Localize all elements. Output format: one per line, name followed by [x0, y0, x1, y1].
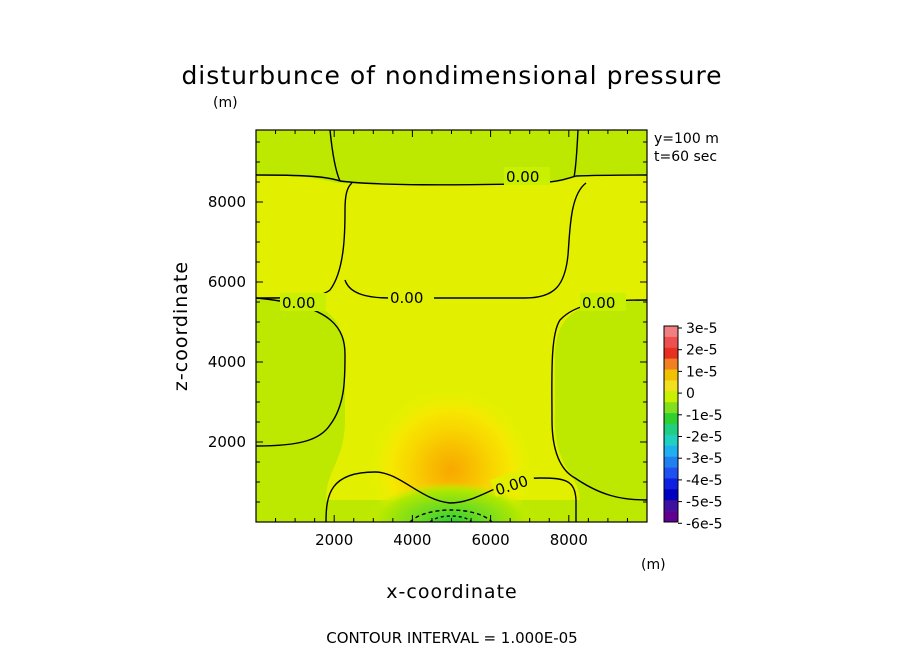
- colorbar-swatch: [664, 424, 678, 436]
- field-region-positive: [256, 175, 647, 505]
- colorbar-label: -1e-5: [686, 408, 723, 424]
- colorbar-swatch: [664, 478, 678, 490]
- contour-top-left-stem: [329, 130, 341, 182]
- contour-interval-text: CONTOUR INTERVAL = 1.000E-05: [326, 629, 577, 647]
- contour-label: 0.00: [582, 294, 615, 312]
- x-unit-label: (m): [641, 557, 666, 573]
- colorbar-label: -6e-5: [686, 516, 723, 532]
- negative-anomaly: [366, 482, 536, 522]
- y-tick-label: 4000: [208, 353, 246, 371]
- contour-label: 0.00: [390, 289, 423, 307]
- x-tick-label: 2000: [315, 531, 353, 549]
- colorbar-swatch: [664, 369, 678, 381]
- colorbar-label: -2e-5: [686, 430, 723, 446]
- colorbar-swatch: [664, 380, 678, 392]
- x-tick-label: 6000: [472, 531, 510, 549]
- plot-area: [256, 130, 647, 522]
- colorbar-swatch: [664, 445, 678, 457]
- colorbar-label: -4e-5: [686, 473, 723, 489]
- contour-top-right-stem: [573, 130, 579, 178]
- contour-label: 0.00: [282, 294, 315, 312]
- colorbar-swatch: [664, 347, 678, 359]
- colorbar-swatch: [664, 511, 678, 523]
- colorbar-label: -5e-5: [686, 495, 723, 511]
- y-tick-label: 8000: [208, 193, 246, 211]
- colorbar-swatch: [664, 326, 678, 338]
- contour-left-lower: [256, 297, 346, 447]
- chart-title: disturbunce of nondimensional pressure: [181, 61, 722, 90]
- x-axis-label: x-coordinate: [386, 581, 517, 603]
- colorbar-swatch: [664, 489, 678, 501]
- contour-negative-dashed-inner: [429, 515, 473, 522]
- colorbar-label: 2e-5: [686, 343, 717, 359]
- y-axis-label: z-coordinate: [170, 261, 192, 391]
- colorbar-swatch: [664, 456, 678, 468]
- axes: 2000 4000 6000 8000 2000 4000 6000 8000: [208, 130, 647, 549]
- colorbar-label: 3e-5: [686, 321, 717, 337]
- colorbar-swatch: [664, 467, 678, 479]
- colorbar-swatch: [664, 358, 678, 370]
- contour-top: [256, 174, 647, 186]
- colorbar-swatch: [664, 391, 678, 403]
- colorbar-label: -3e-5: [686, 451, 723, 467]
- contour-bottom: [325, 471, 577, 522]
- colorbar-swatch: [664, 434, 678, 447]
- contour-label: 0.00: [506, 168, 539, 186]
- y-tick-label: 6000: [208, 273, 246, 291]
- colorbar-swatch: [664, 413, 678, 425]
- x-tick-label: 8000: [550, 531, 588, 549]
- positive-anomaly: [371, 390, 531, 522]
- colorbar-label: 1e-5: [686, 364, 717, 380]
- colorbar-swatch: [664, 402, 678, 414]
- colorbar-swatch: [664, 500, 678, 512]
- colorbar-swatch: [664, 336, 678, 349]
- contour-negative-dashed: [409, 509, 493, 522]
- colorbar-label: 0: [686, 386, 695, 402]
- y-unit-label: (m): [213, 95, 238, 111]
- annotation-t: t=60 sec: [654, 149, 717, 165]
- colorbar: 3e-5 2e-5 1e-5 0 -1e-5 -2e-5 -3e-5 -4e-5 -5e-5 -6…: [663, 321, 723, 532]
- y-tick-label: 2000: [208, 433, 246, 451]
- contour-labels: 0.00 0.00 0.00 0.00 0.00: [280, 167, 626, 499]
- annotation-y: y=100 m: [654, 131, 719, 147]
- colorbar-frame: [663, 325, 679, 523]
- x-tick-label: 4000: [393, 531, 431, 549]
